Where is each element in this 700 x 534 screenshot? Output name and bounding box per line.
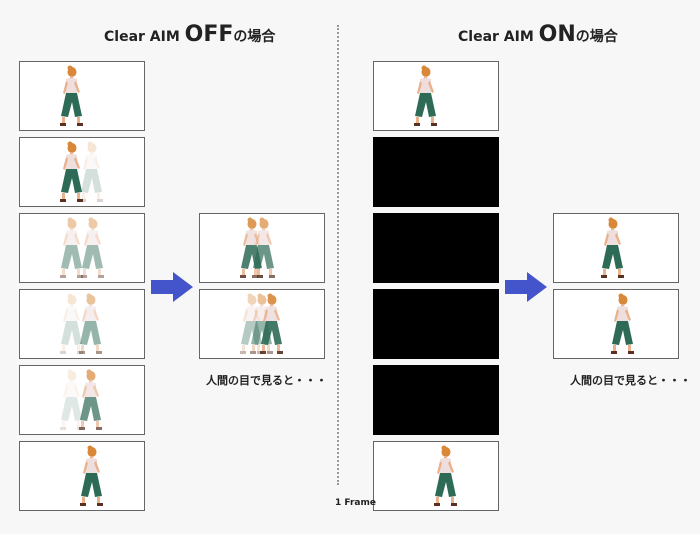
black-frame (373, 137, 499, 207)
walking-woman-icon (60, 293, 102, 354)
walking-figure (601, 217, 624, 278)
walking-figure (434, 445, 457, 506)
title-on: ON (538, 22, 576, 47)
walking-woman-icon (240, 293, 283, 354)
video-frame (19, 213, 145, 283)
walking-figure (611, 293, 634, 354)
walking-figure (60, 141, 83, 202)
arrow-right-icon (505, 272, 547, 302)
frame-label: 1 Frame (335, 498, 376, 508)
video-frame (19, 137, 145, 207)
walking-woman-icon (60, 65, 83, 126)
walking-figure (79, 369, 102, 430)
walking-woman-icon (414, 65, 437, 126)
walking-figure (414, 65, 437, 126)
title-off: OFF (184, 22, 234, 47)
arrow-right-icon (151, 272, 193, 302)
black-frame (373, 365, 499, 435)
walking-figure (81, 217, 104, 278)
walking-woman-icon (601, 217, 624, 278)
video-frame (373, 61, 499, 131)
walking-figure (60, 293, 83, 354)
right-panel-title: Clear AIM ONの場合 (458, 22, 618, 47)
video-frame (553, 289, 679, 359)
video-frame (19, 441, 145, 511)
walking-woman-icon (60, 141, 103, 202)
right-caption: 人間の目で見ると・・・ (570, 374, 691, 387)
walking-figure (80, 141, 103, 202)
walking-figure (79, 293, 102, 354)
walking-woman-icon (80, 445, 103, 506)
walking-woman-icon (60, 217, 104, 278)
video-frame (373, 441, 499, 511)
left-caption: 人間の目で見ると・・・ (206, 374, 327, 387)
video-frame (199, 213, 325, 283)
walking-figure (60, 369, 83, 430)
video-frame (19, 365, 145, 435)
video-frame (199, 289, 325, 359)
title-prefix: Clear AIM (458, 29, 539, 45)
video-frame (19, 61, 145, 131)
divider-line (337, 25, 339, 485)
black-frame (373, 213, 499, 283)
video-frame (19, 289, 145, 359)
title-prefix: Clear AIM (104, 29, 185, 45)
walking-woman-icon (60, 369, 102, 430)
left-panel-title: Clear AIM OFFの場合 (104, 22, 275, 47)
video-frame (553, 213, 679, 283)
black-frame (373, 289, 499, 359)
walking-woman-icon (240, 217, 275, 278)
walking-figure (80, 445, 103, 506)
walking-woman-icon (434, 445, 457, 506)
walking-figure (60, 217, 83, 278)
walking-woman-icon (611, 293, 634, 354)
walking-figure (60, 65, 83, 126)
title-suffix: の場合 (233, 29, 276, 45)
title-suffix: の場合 (575, 29, 618, 45)
